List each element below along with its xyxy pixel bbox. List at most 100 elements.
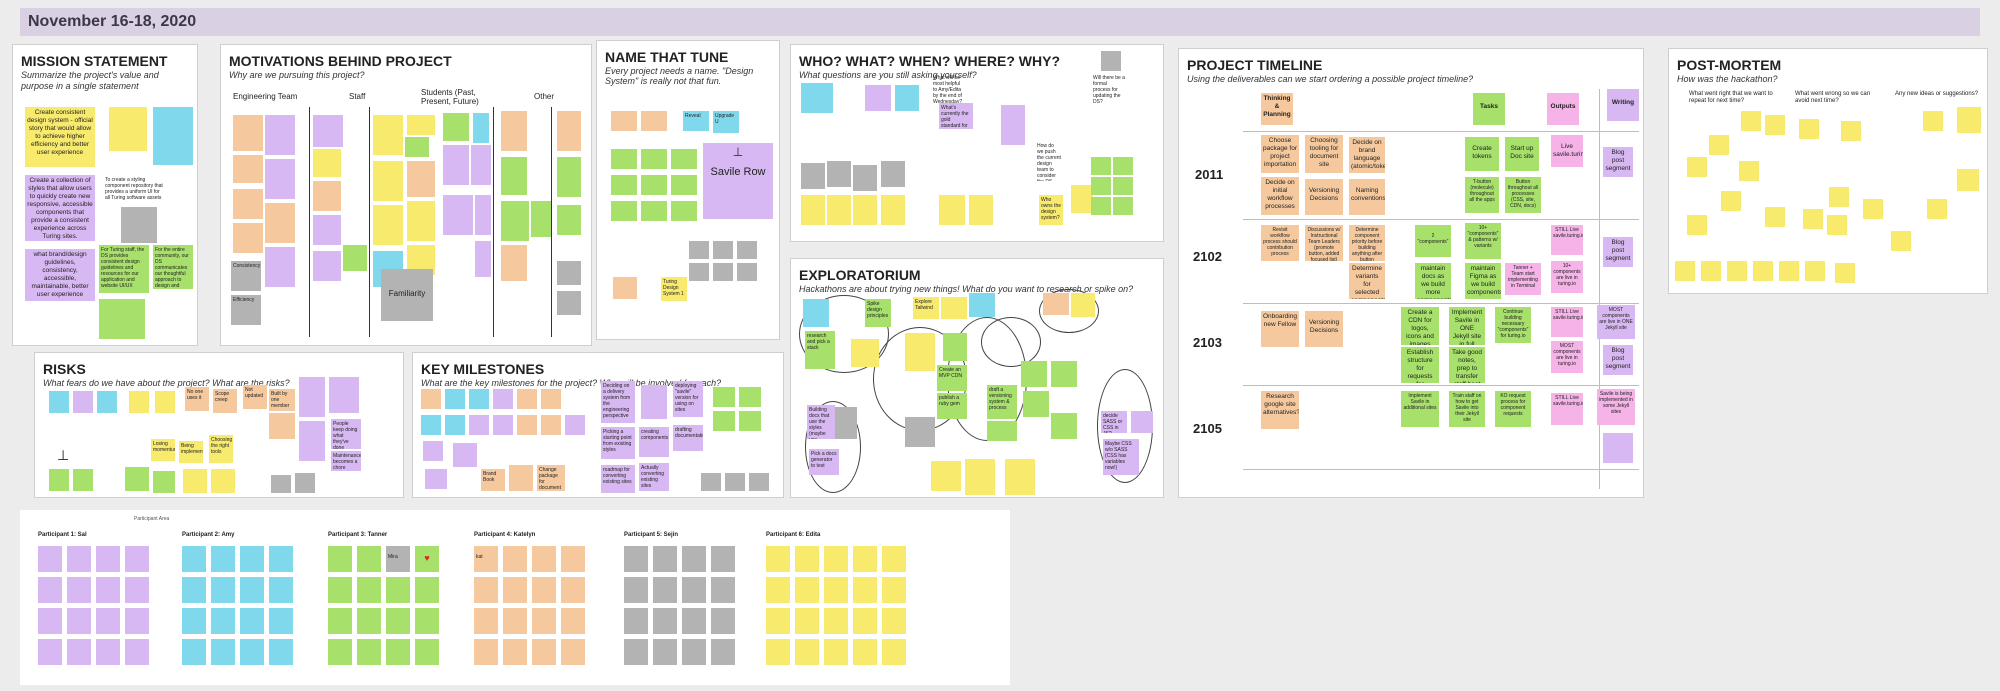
spike-design-principles[interactable]: Spike design principles bbox=[865, 299, 891, 327]
sticky-note[interactable] bbox=[969, 293, 995, 317]
sticky-note[interactable] bbox=[969, 195, 993, 225]
sticky-note[interactable] bbox=[233, 155, 263, 183]
maybe-css-no-sass[interactable]: Maybe CSS w/o SASS (CSS has variables no… bbox=[1103, 439, 1139, 475]
timeline-card[interactable]: maintain Figma as we build components bbox=[1465, 263, 1501, 299]
pick-docs-generator[interactable]: Pick a docs generator to test bbox=[809, 449, 839, 475]
sticky-note[interactable] bbox=[1803, 209, 1823, 229]
sticky-note[interactable] bbox=[1021, 361, 1047, 387]
sticky-note[interactable] bbox=[915, 133, 935, 155]
sticky-note[interactable]: Create a collection of styles that allow… bbox=[25, 175, 95, 241]
sticky-note[interactable] bbox=[905, 333, 935, 371]
timeline-card[interactable]: STILL Live savile.turing.io bbox=[1551, 225, 1583, 255]
sticky-note[interactable] bbox=[671, 201, 697, 221]
sticky-note[interactable] bbox=[541, 415, 561, 435]
sticky-note[interactable] bbox=[907, 171, 931, 197]
sticky-note[interactable] bbox=[851, 339, 879, 367]
timeline-card[interactable]: Train staff on how to get Savile into th… bbox=[1449, 391, 1485, 427]
sticky-note[interactable] bbox=[469, 389, 489, 409]
sticky-note[interactable] bbox=[49, 391, 69, 413]
sticky-note[interactable] bbox=[1741, 111, 1761, 131]
sticky-note[interactable] bbox=[701, 473, 721, 491]
sticky-note[interactable] bbox=[1001, 105, 1025, 145]
sticky-note[interactable] bbox=[1765, 115, 1785, 135]
sticky-note[interactable] bbox=[1113, 177, 1133, 195]
sticky-note[interactable] bbox=[881, 161, 905, 187]
sticky-note[interactable] bbox=[905, 417, 935, 447]
sticky-note[interactable] bbox=[233, 189, 263, 219]
timeline-card[interactable]: 10+ components are live in turing.io bbox=[1551, 261, 1583, 293]
timeline-card[interactable]: Blog post segment bbox=[1603, 345, 1633, 375]
name-reveal[interactable]: Reveal bbox=[683, 111, 709, 131]
sticky-note[interactable] bbox=[1739, 161, 1759, 181]
milestone-note[interactable]: Actually converting existing sites bbox=[639, 463, 669, 491]
sticky-note[interactable] bbox=[313, 149, 341, 177]
sticky-note[interactable] bbox=[713, 387, 735, 407]
sticky-note[interactable] bbox=[493, 389, 513, 409]
sticky-note[interactable] bbox=[423, 441, 443, 461]
sticky-note[interactable] bbox=[1091, 177, 1111, 195]
timeline-card[interactable]: Live savile.turing.io bbox=[1551, 135, 1583, 167]
sticky-note[interactable] bbox=[713, 263, 733, 281]
timeline-card[interactable]: Research google site alternatives? bbox=[1261, 391, 1299, 429]
sticky-note[interactable] bbox=[1891, 231, 1911, 251]
timeline-card[interactable]: Implement Savile in ONE Jekyll site in f… bbox=[1449, 307, 1485, 345]
sticky-note[interactable] bbox=[1113, 197, 1133, 215]
sticky-note[interactable] bbox=[109, 107, 147, 151]
sticky-note[interactable] bbox=[407, 115, 435, 135]
sticky-note[interactable] bbox=[475, 195, 491, 235]
sticky-note[interactable] bbox=[271, 475, 291, 493]
timeline-card[interactable]: Choosing tooling for document site bbox=[1305, 135, 1343, 173]
sticky-note[interactable] bbox=[611, 149, 637, 169]
sticky-note[interactable] bbox=[1709, 135, 1729, 155]
sticky-note[interactable] bbox=[421, 415, 441, 435]
milestone-note[interactable]: deploying "savile" version for using on … bbox=[673, 381, 703, 417]
sticky-note[interactable] bbox=[801, 119, 831, 147]
motivations-frame[interactable]: MOTIVATIONS BEHIND PROJECT Why are we pu… bbox=[220, 44, 592, 346]
timeline-card[interactable]: Decide on brand language (atomic/tokens) bbox=[1349, 137, 1385, 173]
sticky-note[interactable] bbox=[611, 201, 637, 221]
timeline-card[interactable]: Blog post segment bbox=[1603, 237, 1633, 267]
sticky-note[interactable] bbox=[865, 85, 891, 111]
sticky-note[interactable] bbox=[373, 161, 403, 201]
sticky-note[interactable] bbox=[1927, 199, 1947, 219]
sticky-note[interactable] bbox=[1051, 361, 1077, 387]
timeline-card[interactable]: maintain docs as we build more component… bbox=[1415, 263, 1451, 299]
sticky-note[interactable] bbox=[183, 469, 207, 493]
sticky-note[interactable] bbox=[997, 155, 1019, 179]
sticky-note[interactable] bbox=[613, 277, 637, 299]
sticky-note[interactable] bbox=[129, 391, 149, 413]
sticky-note[interactable] bbox=[1829, 187, 1849, 207]
sticky-note[interactable] bbox=[1835, 263, 1855, 283]
sticky-note[interactable] bbox=[443, 113, 469, 141]
milestone-note[interactable]: creating components bbox=[639, 427, 669, 457]
sticky-note[interactable] bbox=[97, 469, 117, 491]
sticky-note[interactable] bbox=[641, 175, 667, 195]
sticky-note[interactable] bbox=[1043, 293, 1069, 315]
risk-note[interactable]: Not updated bbox=[243, 385, 267, 409]
sticky-note[interactable] bbox=[739, 411, 761, 431]
risk-note[interactable]: Scope creep bbox=[213, 389, 237, 413]
sticky-note[interactable] bbox=[749, 473, 769, 491]
sticky-note[interactable] bbox=[671, 175, 697, 195]
sticky-note[interactable] bbox=[1957, 107, 1981, 133]
sticky-note[interactable] bbox=[313, 181, 341, 211]
sticky-note[interactable] bbox=[557, 291, 581, 315]
sticky-note[interactable] bbox=[853, 195, 877, 225]
sticky-note[interactable]: For Turing staff, the DS provides consis… bbox=[99, 245, 149, 293]
sticky-note[interactable] bbox=[1131, 411, 1153, 433]
question-note[interactable]: What will be most helpful to Amy/Edita b… bbox=[933, 75, 963, 103]
sticky-note[interactable] bbox=[557, 261, 581, 285]
sticky-note[interactable] bbox=[121, 207, 157, 243]
sticky-note[interactable] bbox=[853, 165, 877, 191]
sticky-note[interactable] bbox=[471, 145, 491, 185]
sticky-note[interactable] bbox=[517, 415, 537, 435]
sticky-note[interactable] bbox=[313, 115, 343, 147]
milestone-note[interactable]: drafting documentation bbox=[673, 425, 703, 451]
sticky-note[interactable] bbox=[1051, 413, 1077, 439]
timeline-card[interactable]: Implement Savile in additional sites bbox=[1401, 391, 1439, 427]
timeline-card[interactable]: Create a CDN for logos, icons and images bbox=[1401, 307, 1439, 345]
sticky-note[interactable] bbox=[1827, 215, 1847, 235]
sticky-note[interactable] bbox=[405, 137, 429, 157]
participant-2[interactable]: Participant 2: Amy bbox=[182, 532, 293, 665]
timeline-card[interactable]: Establish structure for requests for com… bbox=[1401, 347, 1439, 383]
